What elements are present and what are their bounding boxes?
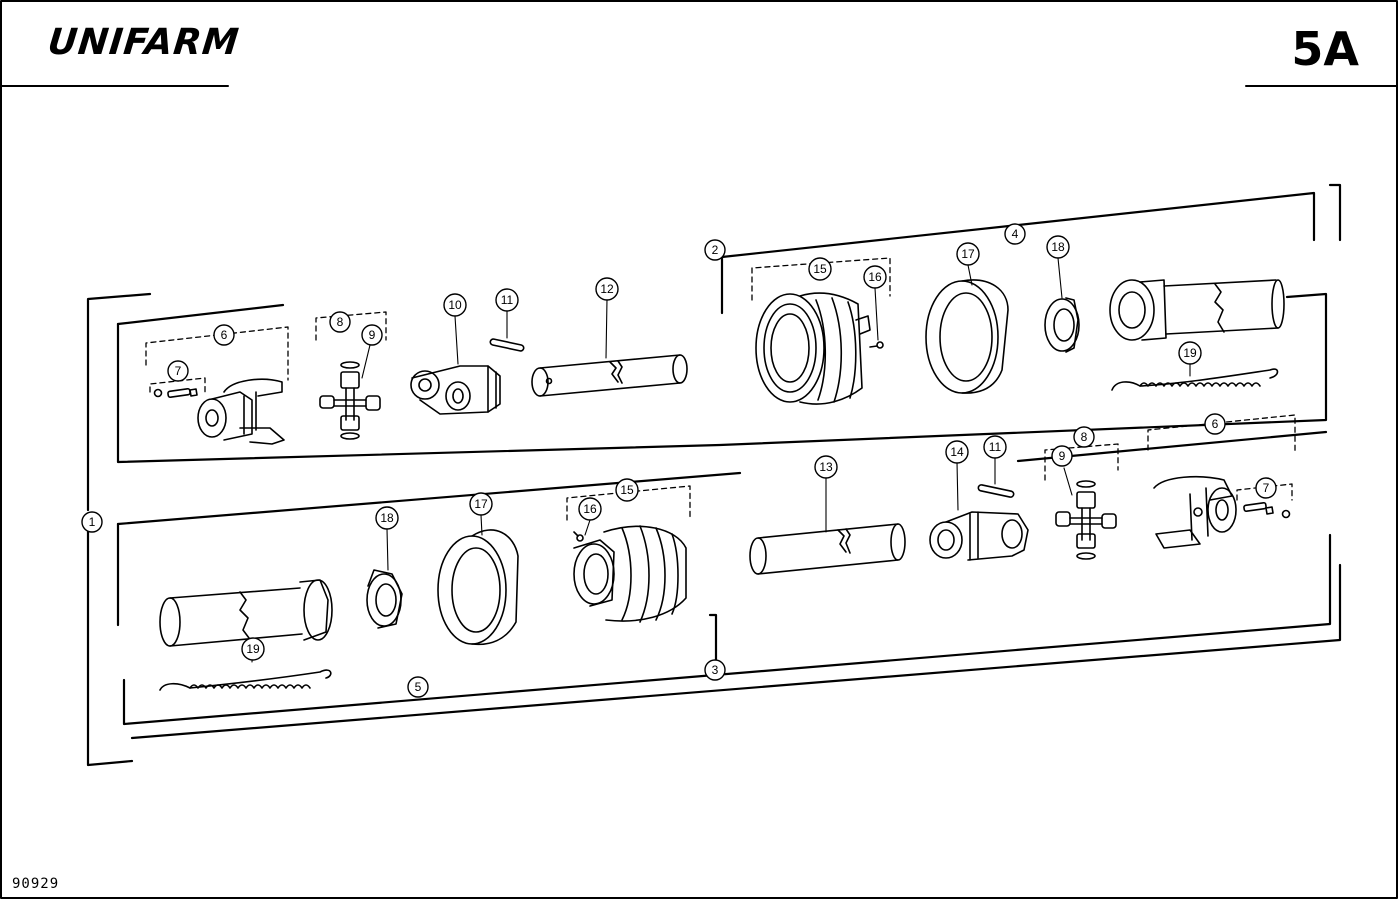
- svg-text:7: 7: [1263, 481, 1270, 495]
- bolt-and-nut-part-7-left: [153, 387, 198, 399]
- cross-kit-part-8-9-left: [319, 361, 381, 440]
- svg-text:14: 14: [950, 445, 964, 459]
- callout-6-left: 6: [213, 324, 235, 346]
- svg-text:18: 18: [1051, 240, 1065, 254]
- svg-text:15: 15: [813, 262, 827, 276]
- svg-text:6: 6: [1212, 417, 1219, 431]
- inner-profile-tube-part-13: [749, 523, 906, 575]
- bolt-and-nut-part-7-right: [1243, 501, 1291, 519]
- inner-yoke-part-10: [410, 365, 501, 415]
- svg-text:9: 9: [369, 328, 376, 342]
- svg-text:7: 7: [175, 364, 182, 378]
- callout-9-right: 9: [1051, 445, 1073, 467]
- callout-10: 10: [443, 293, 467, 317]
- callout-4: 4: [1004, 223, 1026, 245]
- callout-13: 13: [814, 455, 838, 479]
- spring-pin-part-11-upper: [489, 338, 525, 352]
- svg-text:17: 17: [474, 497, 488, 511]
- svg-text:6: 6: [221, 328, 228, 342]
- screw-part-16-upper: [869, 341, 884, 349]
- svg-text:10: 10: [448, 298, 462, 312]
- callout-15-lower: 15: [615, 478, 639, 502]
- svg-text:16: 16: [583, 502, 597, 516]
- callout-8-right: 8: [1073, 426, 1095, 448]
- safety-chain-part-19-lower: [159, 669, 332, 691]
- callout-18-upper: 18: [1046, 235, 1070, 259]
- assembly-brackets: [86, 183, 1342, 767]
- spring-pin-part-11-lower: [977, 484, 1015, 498]
- callout-6-right: 6: [1204, 413, 1226, 435]
- outer-tube-upper: [1109, 279, 1285, 341]
- bearing-ring-part-18-upper: [1044, 297, 1080, 353]
- callout-19-lower: 19: [241, 637, 265, 661]
- screw-part-16-lower: [573, 531, 584, 542]
- leader-lines: [222, 257, 1191, 663]
- svg-text:19: 19: [246, 642, 260, 656]
- callout-7-left: 7: [167, 360, 189, 382]
- callout-5: 5: [407, 676, 429, 698]
- svg-text:13: 13: [819, 460, 833, 474]
- callout-14: 14: [945, 440, 969, 464]
- svg-text:8: 8: [337, 315, 344, 329]
- callout-1: 1: [81, 511, 103, 533]
- callout-7-right: 7: [1255, 477, 1277, 499]
- guard-cone-part-17-upper: [925, 279, 1009, 394]
- callout-17-upper: 17: [956, 242, 980, 266]
- svg-text:15: 15: [620, 483, 634, 497]
- svg-text:5: 5: [415, 680, 422, 694]
- callout-19-upper: 19: [1178, 341, 1202, 365]
- svg-text:11: 11: [501, 293, 514, 307]
- svg-text:9: 9: [1059, 449, 1066, 463]
- guard-bellows-part-15-lower: [573, 525, 687, 623]
- guard-cone-part-17-lower: [437, 529, 519, 646]
- callout-12: 12: [595, 277, 619, 301]
- inner-profile-tube-part-12: [531, 354, 688, 397]
- svg-text:19: 19: [1183, 346, 1197, 360]
- svg-text:16: 16: [868, 270, 882, 284]
- callout-bubbles: 1 2 3 4 5 6 6 7 7 8 8 9 9 10 11 11 12 13…: [81, 223, 1277, 698]
- svg-text:18: 18: [380, 511, 394, 525]
- callout-3: 3: [704, 659, 726, 681]
- svg-text:11: 11: [989, 440, 1002, 454]
- callout-11-lower: 11: [983, 435, 1007, 459]
- callout-11-upper: 11: [495, 288, 519, 312]
- inner-yoke-part-14: [929, 511, 1029, 561]
- callout-2: 2: [704, 239, 726, 261]
- callout-17-lower: 17: [469, 492, 493, 516]
- guard-bellows-part-15-upper: [755, 292, 871, 405]
- callout-9-left: 9: [361, 324, 383, 346]
- svg-text:12: 12: [600, 282, 614, 296]
- callout-8-left: 8: [329, 311, 351, 333]
- yoke-part-6-right: [1153, 475, 1237, 549]
- bearing-ring-part-18-lower: [366, 569, 403, 629]
- safety-chain-part-19-upper: [1111, 368, 1279, 391]
- outer-tube-lower: [159, 579, 333, 647]
- svg-text:1: 1: [89, 515, 96, 529]
- callout-16-lower: 16: [578, 497, 602, 521]
- yoke-part-6-left: [197, 378, 285, 445]
- drawing-number: 90929: [12, 876, 60, 892]
- svg-text:3: 3: [712, 663, 719, 677]
- svg-text:2: 2: [712, 243, 719, 257]
- svg-text:8: 8: [1081, 430, 1088, 444]
- cross-kit-part-8-9-lower: [1055, 480, 1117, 560]
- callout-18-lower: 18: [375, 506, 399, 530]
- svg-text:17: 17: [961, 247, 975, 261]
- callout-16-upper: 16: [863, 265, 887, 289]
- svg-text:4: 4: [1012, 227, 1019, 241]
- page-number: 5A: [1291, 22, 1359, 76]
- callout-15-upper: 15: [808, 257, 832, 281]
